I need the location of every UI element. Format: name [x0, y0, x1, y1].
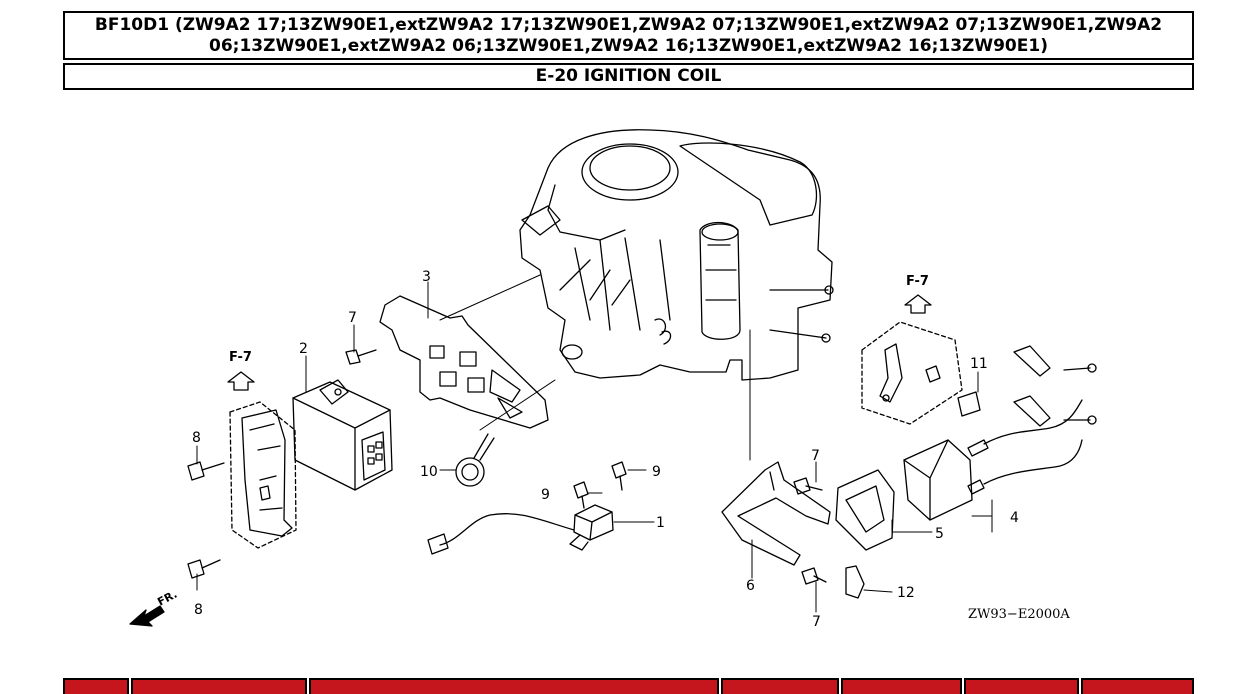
- ref-label-left: F-7: [229, 350, 252, 365]
- drawing-code: ZW93−E2000A: [968, 607, 1070, 622]
- ignition-bracket-part-3: [379, 295, 549, 429]
- bolt-part-9-a: [611, 461, 627, 491]
- parts-table-header-cell-7: [1081, 678, 1194, 694]
- clamp-part-10: [455, 433, 495, 487]
- ignition-coil-part-4: [903, 345, 1097, 521]
- bolt-part-8-lower: [187, 559, 221, 579]
- engine-block-illustration: [519, 129, 834, 381]
- callout-7-right-upper: 7: [811, 448, 820, 464]
- parts-table-header-cell-6: [964, 678, 1079, 694]
- callout-leader-lines: [196, 274, 993, 613]
- callout-7-upper: 7: [348, 310, 357, 326]
- clip-part-12: [845, 565, 865, 599]
- callout-1: 1: [656, 515, 665, 531]
- coil-band-part-5: [835, 469, 895, 551]
- callout-4: 4: [1010, 510, 1019, 526]
- callout-3: 3: [422, 269, 431, 285]
- callout-9-b: 9: [541, 487, 550, 503]
- callout-2: 2: [299, 341, 308, 357]
- callout-9-a: 9: [652, 464, 661, 480]
- ref-label-right: F-7: [906, 274, 929, 289]
- pulser-coil-part-1: [427, 504, 614, 555]
- model-title: BF10D1 (ZW9A2 17;13ZW90E1,extZW9A2 17;13…: [63, 11, 1194, 60]
- callout-10: 10: [420, 464, 438, 480]
- model-line-1: BF10D1 (ZW9A2 17;13ZW90E1,extZW9A2 17;13…: [94, 15, 1163, 35]
- f7-reference-left: [227, 371, 255, 391]
- bolt-part-7-right-lower: [801, 567, 827, 585]
- right-inset-detail: [861, 321, 981, 425]
- callout-labels: 1 2 3 4 5 6 7 7 7 8 8 9 9 10 11 12 F-7 F…: [155, 269, 1070, 630]
- parts-table-header-cell-3: [309, 678, 719, 694]
- bracket-part-6: [721, 461, 831, 566]
- model-line-2: 06;13ZW90E1,extZW9A2 06;13ZW90E1,ZW9A2 1…: [209, 36, 1048, 56]
- callout-8-upper: 8: [192, 430, 201, 446]
- bolt-part-8-upper: [187, 461, 225, 481]
- parts-table-header-cell-1: [63, 678, 129, 694]
- bolt-part-9-b: [573, 481, 589, 509]
- parts-table-header-cell-2: [131, 678, 307, 694]
- front-label: FR.: [155, 588, 179, 609]
- callout-6: 6: [746, 578, 755, 594]
- f7-reference-right: [904, 294, 932, 314]
- bolt-part-7-right-upper: [793, 477, 823, 495]
- callout-11: 11: [970, 356, 988, 372]
- parts-table-header-cell-5: [841, 678, 962, 694]
- callout-12: 12: [897, 585, 915, 601]
- callout-7-right-lower: 7: [812, 614, 821, 630]
- front-direction-arrow: [129, 605, 165, 627]
- callout-5: 5: [935, 526, 944, 542]
- callout-8-lower: 8: [194, 602, 203, 618]
- cdi-unit-part-2: [292, 379, 393, 491]
- bracket-part-8-assembly: [229, 401, 297, 549]
- parts-table-header-cell-4: [721, 678, 839, 694]
- bolt-part-7-upper: [345, 349, 377, 365]
- section-title: E-20 IGNITION COIL: [63, 63, 1194, 90]
